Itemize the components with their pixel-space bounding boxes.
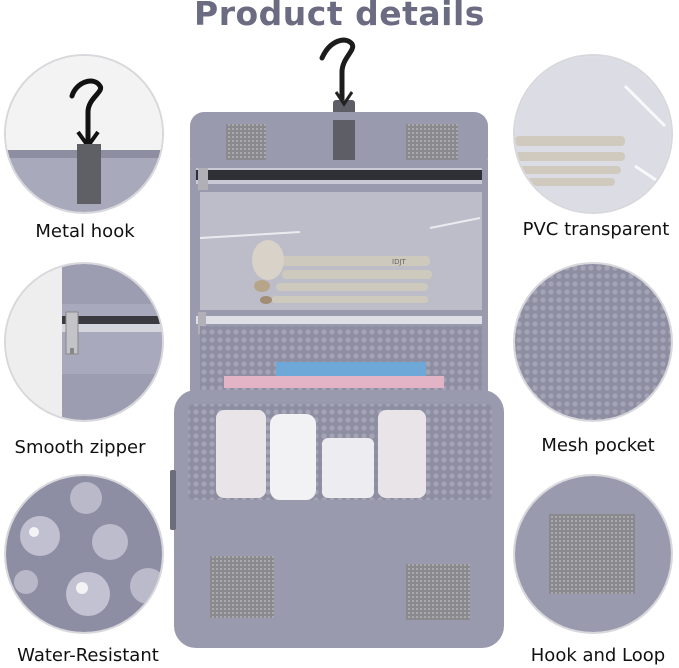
- velcro-bottom-right: [406, 564, 470, 620]
- caption-water-resistant: Water-Resistant: [17, 645, 159, 666]
- bottle-4: [378, 410, 426, 498]
- mesh-icon: [515, 264, 671, 420]
- svg-text:IDJT: IDJT: [392, 258, 407, 266]
- bottle-1: [216, 410, 266, 498]
- bottle-2: [270, 414, 316, 500]
- caption-pvc-transparent: PVC transparent: [522, 219, 670, 240]
- caption-hook-and-loop: Hook and Loop: [530, 645, 666, 666]
- item-pink: [224, 376, 444, 388]
- metal-hook-icon: [6, 56, 162, 212]
- pvc-brushes-icon: [515, 56, 671, 212]
- top-velcro-right: [406, 124, 458, 160]
- detail-circle-mesh-pocket: [513, 262, 673, 422]
- detail-circle-smooth-zipper: [4, 262, 164, 422]
- velcro-icon: [515, 476, 671, 632]
- velcro-bottom-left: [210, 556, 274, 618]
- detail-circle-water-resistant: [4, 474, 164, 634]
- caption-metal-hook: Metal hook: [35, 221, 135, 242]
- zipper-1: [196, 170, 482, 180]
- top-velcro-left: [226, 124, 266, 160]
- caption-mesh-pocket: Mesh pocket: [541, 435, 655, 456]
- zipper-pull-1: [198, 168, 208, 190]
- zipper-icon: [6, 264, 162, 420]
- zipper-2: [196, 316, 482, 324]
- detail-circle-hook-and-loop: [513, 474, 673, 634]
- detail-circle-pvc-transparent: [513, 54, 673, 214]
- detail-circle-metal-hook: [4, 54, 164, 214]
- bottle-3: [322, 438, 374, 498]
- page-title: Product details: [194, 0, 485, 33]
- makeup-brushes: IDJT: [252, 240, 432, 304]
- caption-smooth-zipper: Smooth zipper: [14, 437, 146, 458]
- water-droplets-icon: [6, 476, 162, 632]
- item-blue: [276, 362, 426, 376]
